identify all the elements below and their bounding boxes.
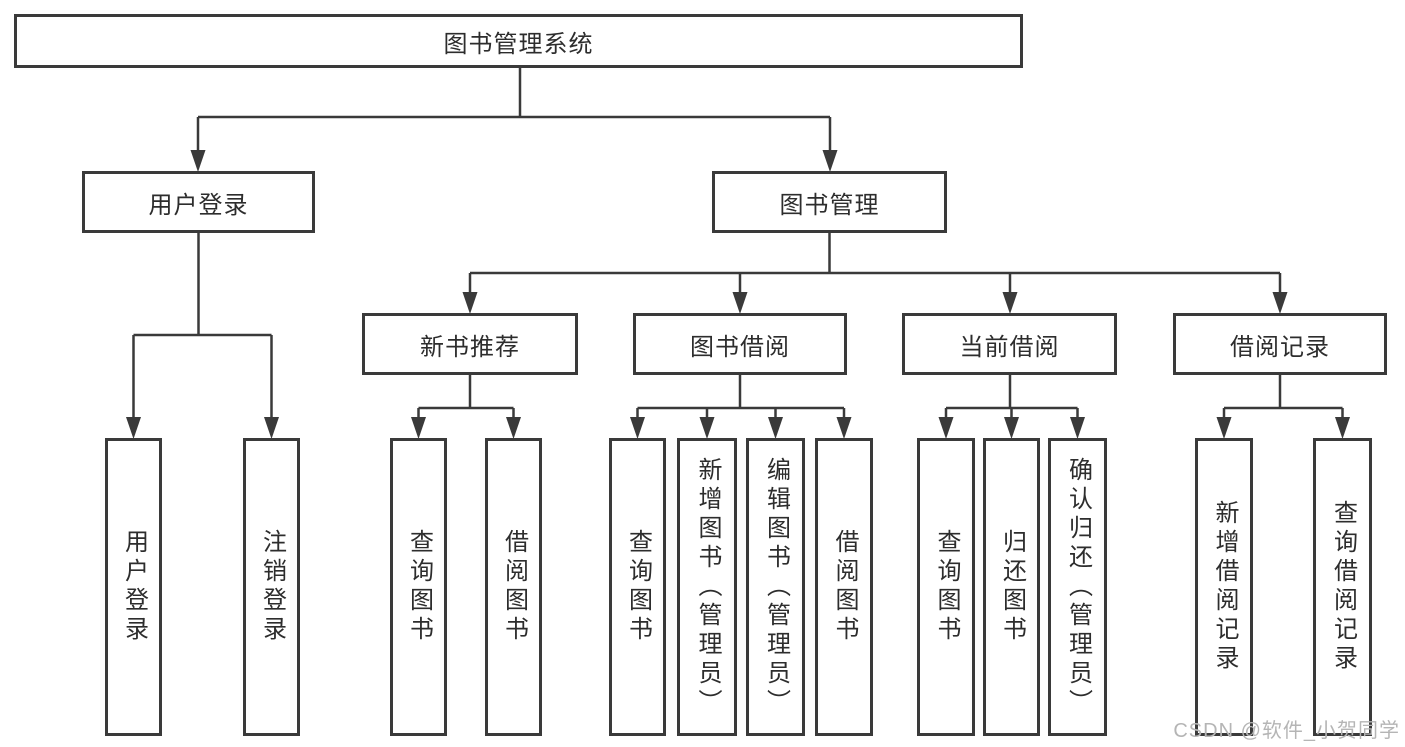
node-library-system: 图书管理系统 (14, 14, 1023, 68)
leaf-borrow-books: 借阅图书 (815, 438, 873, 736)
node-label: 借阅记录 (1230, 333, 1330, 361)
leaf-return-books: 归还图书 (983, 438, 1040, 736)
node-label: 当前借阅 (959, 333, 1060, 361)
leaf-label: 查询图书 (624, 529, 652, 645)
leaf-query-borrow-record: 查询借阅记录 (1313, 438, 1372, 736)
leaf-add-borrow-record: 新增借阅记录 (1195, 438, 1253, 736)
node-label: 图书借阅 (690, 333, 790, 361)
leaf-add-books-admin: 新增图书（管理员） (677, 438, 737, 736)
node-current-borrowing: 当前借阅 (902, 313, 1117, 375)
node-label: 图书管理系统 (443, 30, 594, 58)
leaf-edit-books-admin: 编辑图书（管理员） (746, 438, 805, 736)
node-book-management: 图书管理 (712, 171, 947, 233)
leaf-user-login: 用户登录 (105, 438, 162, 736)
node-user-login: 用户登录 (82, 171, 315, 233)
node-book-borrowing: 图书借阅 (633, 313, 847, 375)
leaf-label: 借阅图书 (500, 529, 528, 645)
node-label: 新书推荐 (420, 333, 520, 361)
leaf-logout: 注销登录 (243, 438, 300, 736)
leaf-label: 借阅图书 (831, 529, 858, 645)
leaf-query-books: 查询图书 (917, 438, 975, 736)
csdn-watermark: CSDN @软件_小贺同学 (1173, 720, 1400, 742)
leaf-label: 查询图书 (933, 529, 960, 645)
leaf-label: 新增图书（管理员） (694, 456, 721, 718)
leaf-query-books: 查询图书 (609, 438, 666, 736)
arrowheads (126, 150, 1350, 439)
leaf-label: 新增借阅记录 (1211, 500, 1238, 674)
leaf-label: 归还图书 (998, 529, 1026, 645)
leaf-label: 查询图书 (405, 529, 433, 645)
leaf-confirm-return-admin: 确认归还（管理员） (1048, 438, 1107, 736)
leaf-label: 注销登录 (258, 529, 286, 645)
node-label: 图书管理 (779, 191, 880, 219)
leaf-borrow-books: 借阅图书 (485, 438, 542, 736)
node-borrowing-records: 借阅记录 (1173, 313, 1387, 375)
leaf-label: 查询借阅记录 (1329, 500, 1357, 674)
leaf-label: 确认归还（管理员） (1064, 456, 1092, 718)
leaf-query-books: 查询图书 (390, 438, 447, 736)
leaf-label: 用户登录 (120, 529, 148, 645)
node-label: 用户登录 (148, 191, 249, 219)
node-new-book-recommend: 新书推荐 (362, 313, 578, 375)
leaf-label: 编辑图书（管理员） (762, 456, 790, 718)
